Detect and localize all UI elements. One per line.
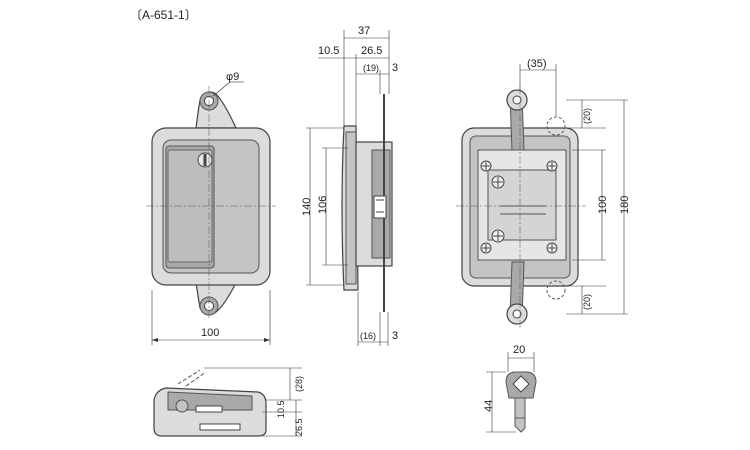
side-dim-3-bottom: 3: [392, 330, 398, 342]
back-dim-180: 180: [619, 196, 631, 214]
side-dim-3-top: 3: [392, 62, 398, 74]
hole-diameter-label: φ9: [226, 71, 239, 83]
side-height-140: 140: [301, 198, 313, 216]
back-dim-20-bottom: (20): [582, 294, 592, 310]
bottom-dim-28: (28): [294, 376, 304, 392]
front-view: φ9 100: [146, 71, 276, 345]
side-dim-26-5: 26.5: [361, 45, 382, 57]
back-view: (35) (20) 100 180 (20): [456, 58, 631, 328]
bottom-view: (28) 10.5 26.5: [153, 367, 304, 437]
back-dim-20-top: (20): [582, 108, 592, 124]
side-dim-16: (16): [360, 331, 376, 341]
side-dim-10-5: 10.5: [318, 45, 339, 57]
back-dim-100: 100: [597, 196, 609, 214]
key-view: 20 44: [483, 344, 537, 433]
key-width-label: 20: [513, 344, 525, 356]
front-width-label: 100: [201, 327, 219, 339]
bottom-dim-10-5: 10.5: [276, 400, 286, 418]
bottom-dim-26-5: 26.5: [294, 418, 304, 436]
side-view: 37 10.5 26.5 (19) 3 140 106 (16) 3: [301, 25, 398, 346]
back-dim-35: (35): [527, 58, 547, 70]
side-height-106: 106: [317, 196, 329, 214]
side-dim-19: (19): [363, 63, 379, 73]
part-code: 〔A-651-1〕: [130, 8, 197, 22]
side-depth-37: 37: [358, 25, 370, 37]
key-height-label: 44: [483, 400, 495, 412]
